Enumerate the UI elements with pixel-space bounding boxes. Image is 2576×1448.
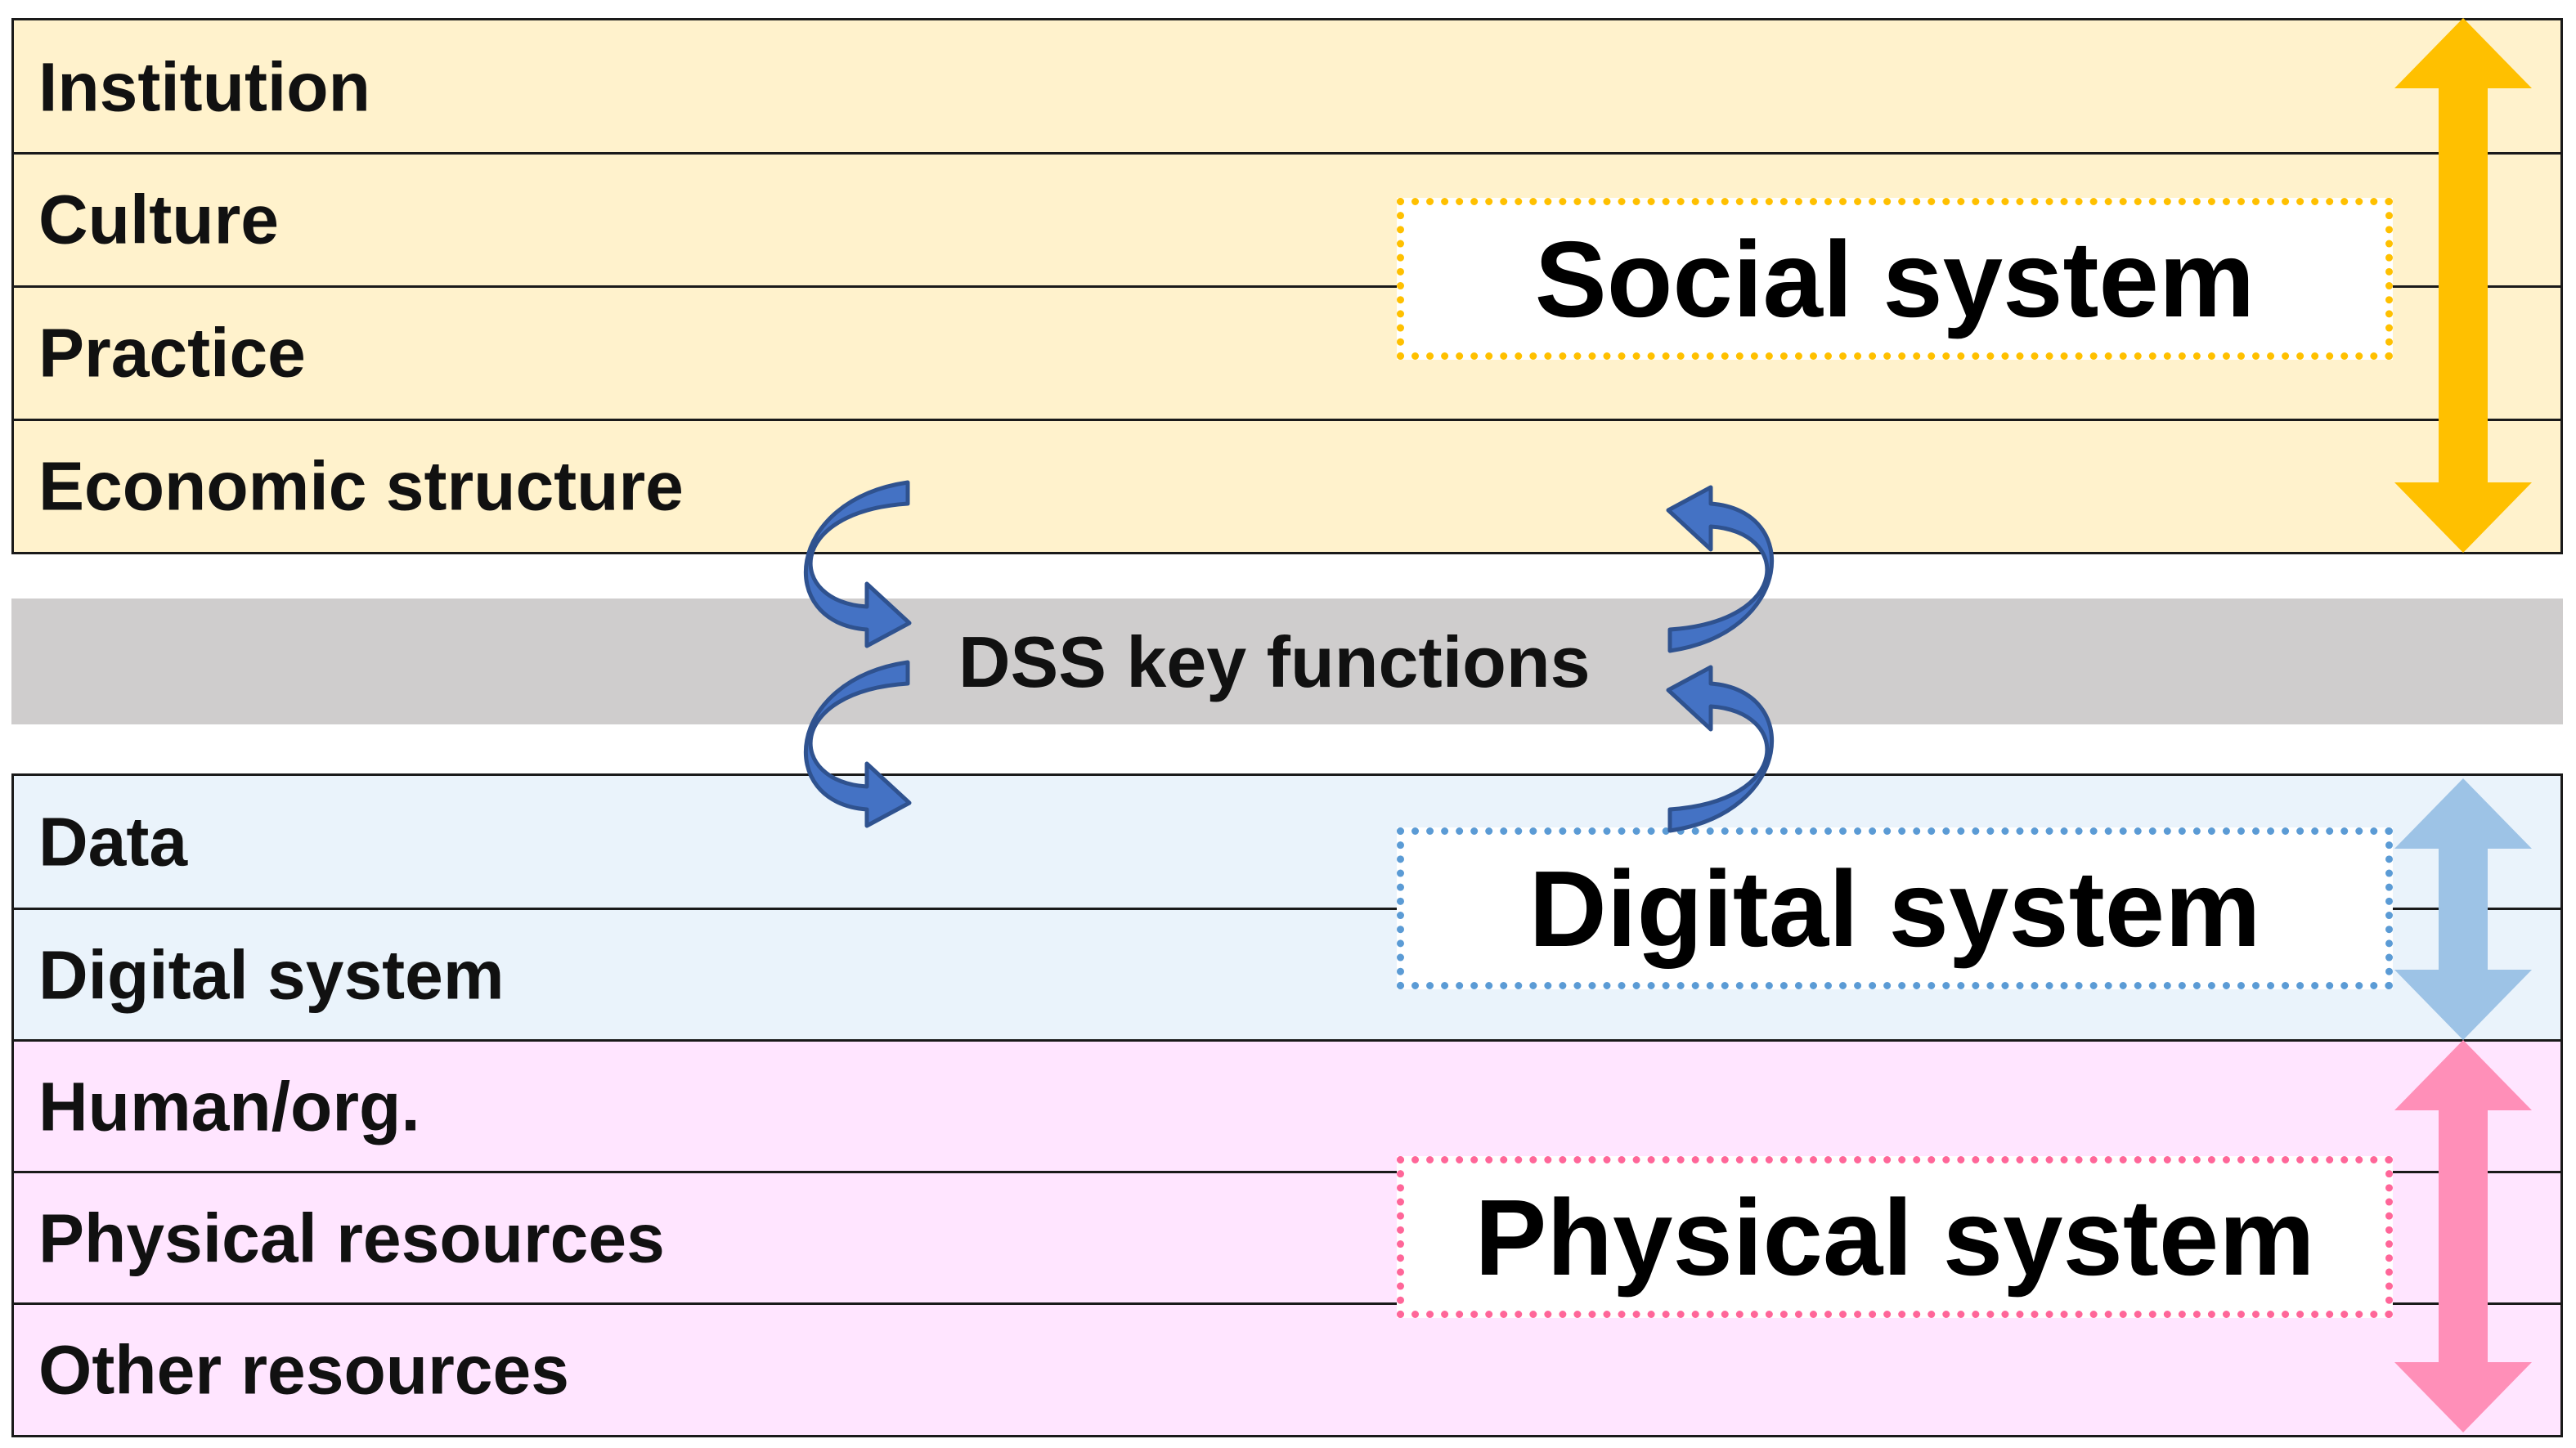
- social-row-practice: Practice: [14, 285, 2560, 419]
- curved-arrow-right-upper-icon: [1666, 485, 1775, 653]
- physical-row-other-resources: Other resources: [14, 1302, 2560, 1435]
- digital-system-title: Digital system: [1528, 848, 2261, 969]
- curved-arrow-left-lower-icon: [803, 660, 912, 828]
- dss-key-functions-label: DSS key functions: [958, 621, 1591, 702]
- digital-double-arrow-icon: [2394, 778, 2532, 1040]
- social-system-title: Social system: [1534, 218, 2255, 339]
- physical-row-human-org: Human/org.: [14, 1039, 2560, 1172]
- row-label: Human/org.: [38, 1068, 420, 1145]
- curved-arrow-left-upper-icon: [803, 480, 912, 648]
- social-row-institution: Institution: [14, 20, 2560, 154]
- social-row-culture: Culture: [14, 152, 2560, 285]
- row-label: Data: [38, 803, 188, 881]
- dss-key-functions-band: [11, 598, 2563, 724]
- row-label: Culture: [38, 181, 279, 258]
- row-label: Physical resources: [38, 1199, 665, 1276]
- social-row-economic-structure: Economic structure: [14, 419, 2560, 552]
- physical-system-title-box: Physical system: [1397, 1156, 2393, 1318]
- social-system-title-box: Social system: [1397, 198, 2393, 360]
- physical-double-arrow-icon: [2394, 1040, 2532, 1432]
- row-label: Practice: [38, 314, 306, 392]
- row-label: Other resources: [38, 1331, 569, 1408]
- row-label: Institution: [38, 48, 370, 125]
- row-label: Digital system: [38, 936, 505, 1013]
- digital-system-title-box: Digital system: [1397, 827, 2393, 989]
- physical-system-title: Physical system: [1474, 1177, 2315, 1298]
- curved-arrow-right-lower-icon: [1666, 665, 1775, 833]
- row-label: Economic structure: [38, 447, 684, 525]
- social-double-arrow-icon: [2394, 18, 2532, 553]
